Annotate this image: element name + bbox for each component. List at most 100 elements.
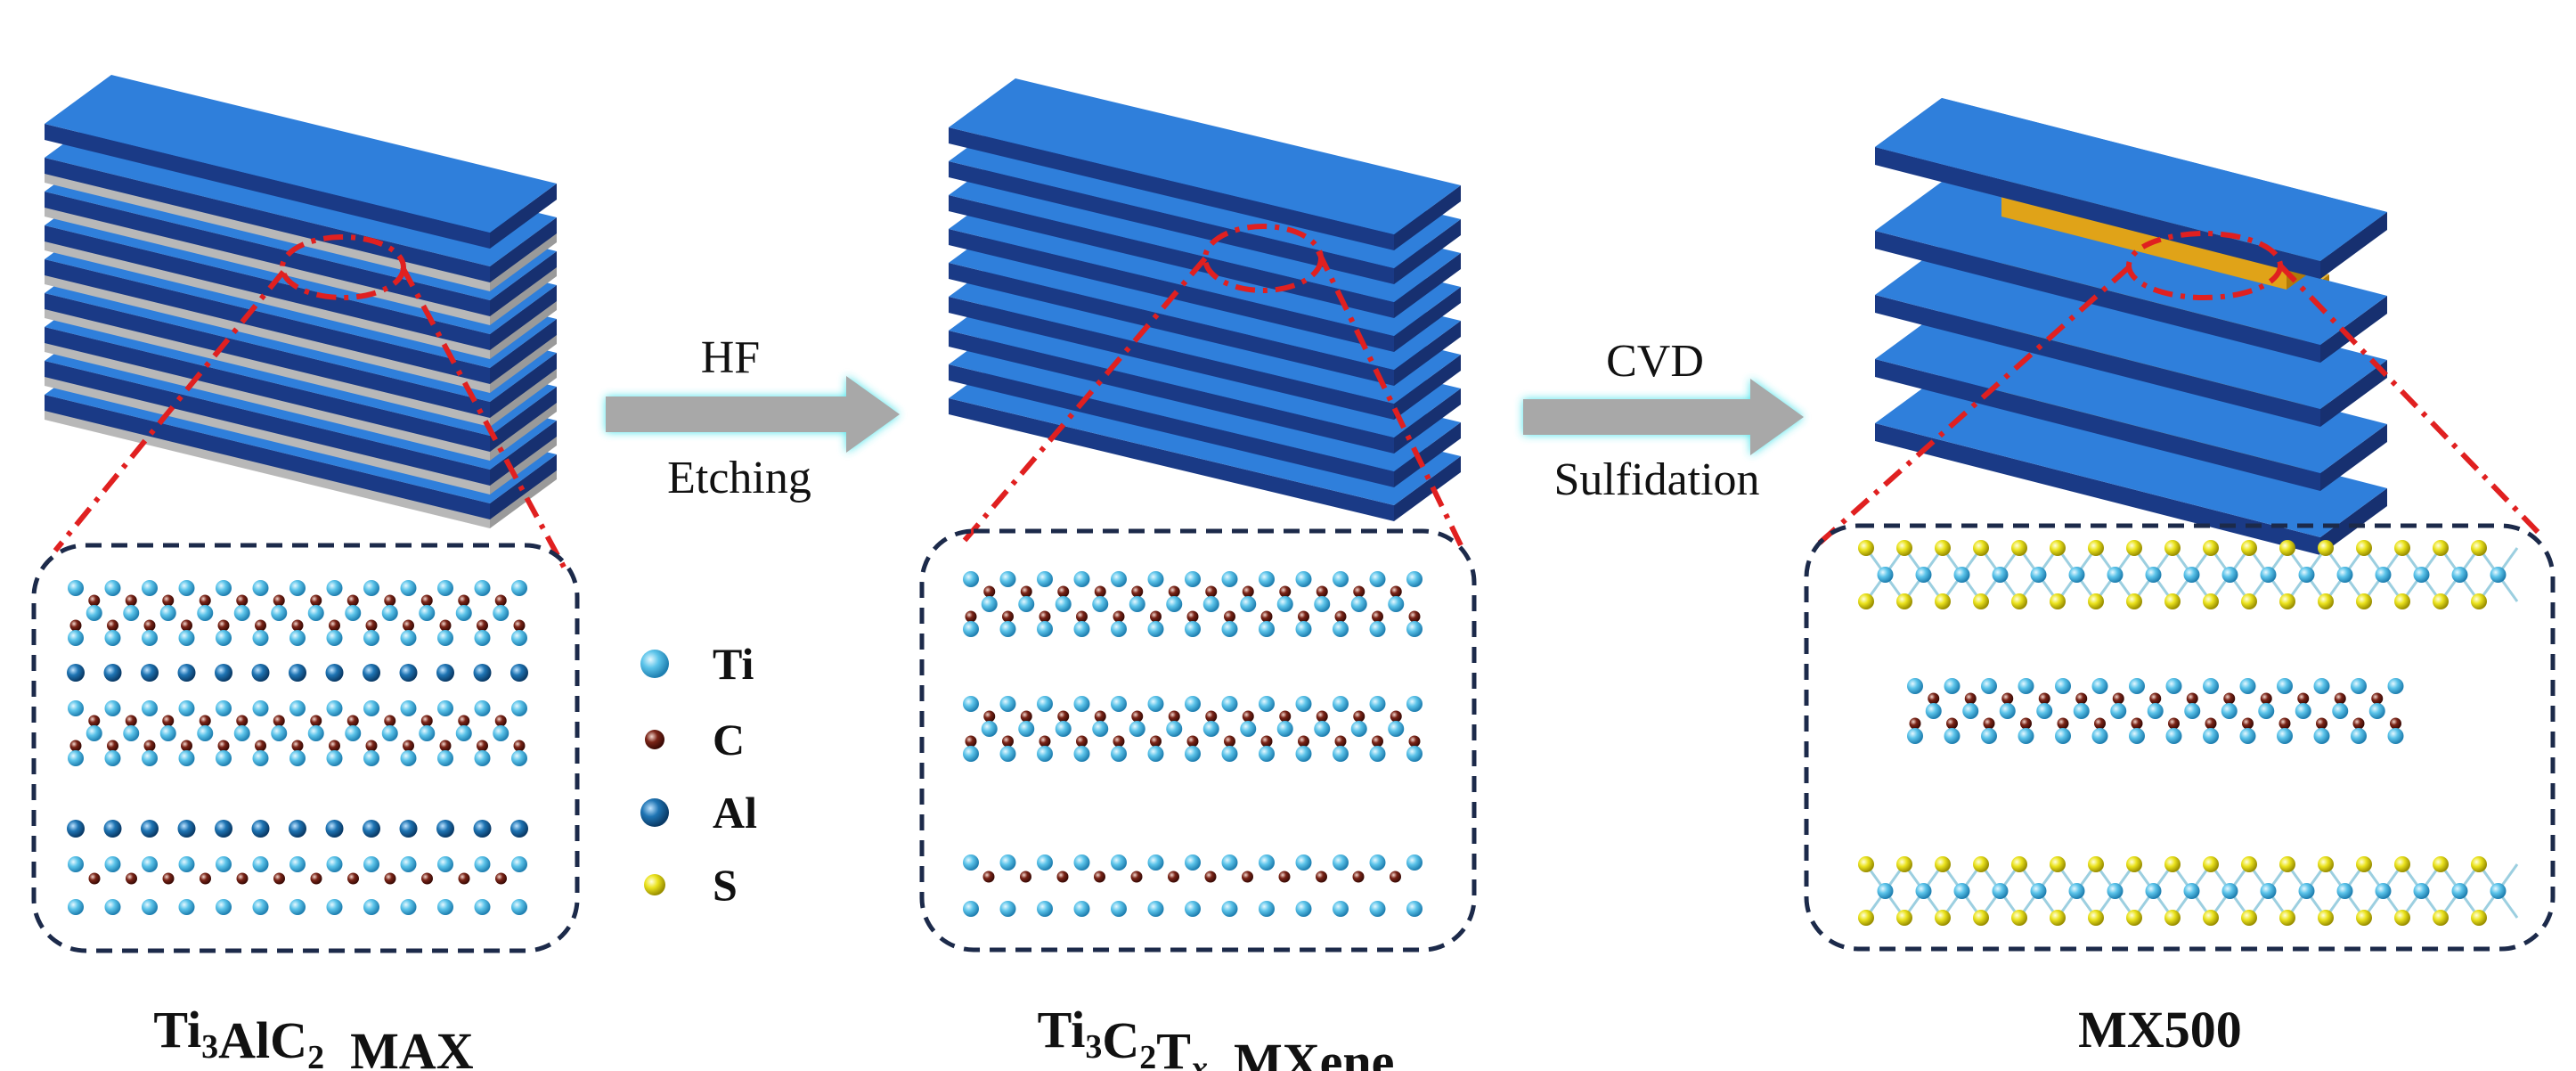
c-atom: [1020, 585, 1032, 598]
slab-right-face: [490, 421, 557, 486]
c-atom: [310, 594, 322, 607]
ti-atom: [1350, 721, 1367, 737]
ti-atom: [400, 856, 417, 872]
ti-atom: [326, 856, 343, 872]
ti-atom: [981, 596, 998, 612]
ti-atom: [963, 854, 979, 871]
legend-al-swatch: [640, 798, 669, 827]
slab-top-face: [949, 78, 1461, 234]
ti-atom: [2239, 678, 2256, 694]
c-atom: [1408, 735, 1421, 748]
s-atom: [1973, 593, 1989, 609]
c-atom: [2094, 717, 2106, 730]
ti-atom: [1907, 728, 1923, 744]
ti-atom: [1981, 728, 1997, 744]
s-atom: [2241, 910, 2257, 926]
ti-atom: [1073, 901, 1090, 917]
s-atom: [2318, 856, 2334, 872]
slab-front-face: [45, 192, 490, 316]
slab-right-face: [490, 217, 557, 282]
s-atom: [2356, 540, 2372, 556]
ti-atom: [1333, 746, 1349, 762]
slab-front-face: [949, 364, 1394, 487]
slab-right-face: [490, 285, 557, 350]
mx500-stack: [1875, 98, 2387, 555]
ti-atom: [233, 725, 250, 741]
ti-atom: [2068, 883, 2085, 899]
c-atom: [458, 594, 470, 607]
ti-atom: [1406, 901, 1423, 917]
c-atom: [273, 715, 285, 727]
ti-atom: [104, 856, 121, 872]
c-atom: [1352, 871, 1365, 883]
ti-atom: [1369, 696, 1386, 712]
s-atom: [2088, 593, 2104, 609]
ti-atom: [1185, 901, 1201, 917]
slab-front-face: [949, 331, 1394, 454]
ti-atom: [1999, 703, 2016, 719]
slab-right-face: [2320, 424, 2387, 491]
ti-atom: [104, 899, 121, 915]
ti-atom: [363, 630, 379, 646]
ti-atom: [123, 725, 140, 741]
ti-atom: [2018, 678, 2034, 694]
ti-atom: [474, 700, 491, 716]
ti-atom: [963, 571, 979, 587]
ti-atom: [252, 630, 269, 646]
slab-right-face: [1394, 185, 1461, 250]
c-atom: [420, 715, 433, 727]
ti-atom: [2277, 728, 2293, 744]
ti-atom: [68, 580, 84, 596]
c-atom: [982, 871, 995, 883]
ti-atom: [437, 899, 453, 915]
ti-atom: [455, 725, 472, 741]
s-atom: [2318, 540, 2334, 556]
s-atom: [1973, 540, 1989, 556]
ti-atom: [1202, 596, 1219, 612]
c-atom: [2242, 717, 2254, 730]
ti-atom: [2351, 728, 2367, 744]
ti-atom: [307, 605, 324, 621]
ti-atom: [400, 750, 417, 766]
al-atom: [289, 664, 306, 682]
ti-atom: [1877, 567, 1894, 583]
ti-atom: [307, 725, 324, 741]
ti-atom: [326, 750, 343, 766]
ti-atom: [252, 856, 269, 872]
s-atom: [2241, 593, 2257, 609]
c-atom: [1353, 585, 1365, 598]
ti-atom: [1185, 854, 1201, 871]
s-atom: [2203, 540, 2219, 556]
ti-atom: [197, 605, 214, 621]
ti-atom: [963, 621, 979, 637]
ti-atom: [1129, 596, 1145, 612]
slab-front-face: [1875, 295, 2320, 427]
ti-atom: [1925, 703, 1942, 719]
c-atom: [439, 740, 452, 752]
c-atom: [2168, 717, 2180, 730]
mx500-atom-lattice: [1858, 540, 2519, 926]
ti-atom: [1202, 721, 1219, 737]
zoom-line: [53, 270, 286, 552]
ti-atom: [493, 725, 509, 741]
c-atom: [217, 740, 230, 752]
ti-atom: [2165, 728, 2182, 744]
c-atom: [2371, 692, 2384, 705]
ti-atom: [1406, 746, 1423, 762]
c-atom: [2057, 717, 2069, 730]
ti-atom: [142, 580, 158, 596]
s-atom: [2394, 856, 2410, 872]
legend-ti-label: Ti: [713, 639, 754, 689]
caption-ti3c2tx-mxene: Ti3C2Tx MXene: [1038, 1001, 1395, 1071]
al-atom: [325, 820, 344, 838]
ti-atom: [345, 605, 362, 621]
ti-atom: [1953, 883, 1970, 899]
slab-right-face: [2320, 488, 2387, 555]
ti-atom: [999, 901, 1016, 917]
ti-atom: [2018, 728, 2034, 744]
c-atom: [181, 740, 192, 752]
slab-right-face: [1394, 355, 1461, 420]
c-atom: [477, 619, 488, 632]
ti-atom: [2145, 883, 2162, 899]
